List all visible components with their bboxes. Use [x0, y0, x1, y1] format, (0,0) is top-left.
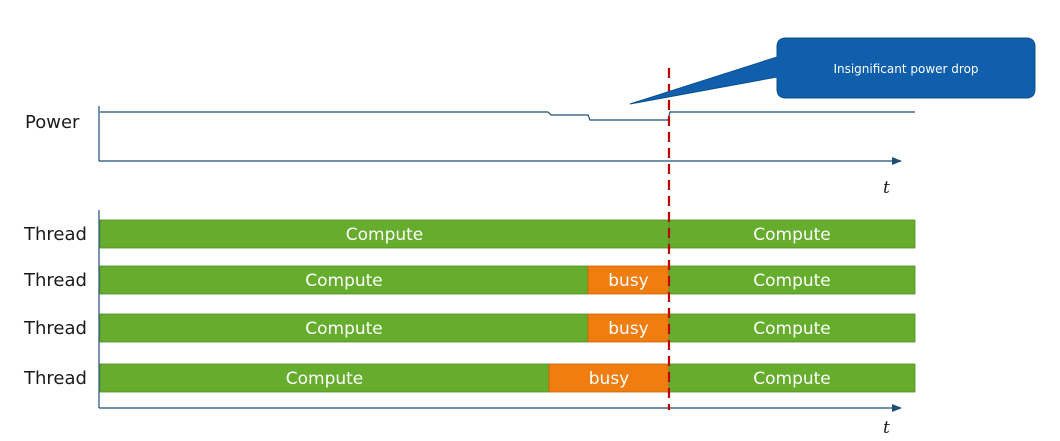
power-time-axis-label: t — [883, 178, 890, 198]
thread-label: Thread — [23, 368, 87, 389]
compute-segment — [668, 363, 916, 393]
compute-segment-label: Compute — [305, 319, 383, 339]
busy-segment — [587, 265, 670, 295]
compute-segment — [99, 313, 589, 343]
busy-segment-label: busy — [608, 319, 648, 339]
compute-segment — [99, 363, 550, 393]
compute-segment-label: Compute — [753, 319, 831, 339]
busy-segment-label: busy — [589, 369, 629, 389]
compute-segment-label: Compute — [753, 271, 831, 291]
busy-segment — [587, 313, 670, 343]
compute-segment-label: Compute — [753, 369, 831, 389]
compute-segment-label: Compute — [305, 271, 383, 291]
callout-text: Insignificant power drop — [833, 62, 978, 76]
compute-segment — [668, 313, 916, 343]
compute-segment — [668, 265, 916, 295]
callout-bubble — [629, 37, 1036, 105]
compute-segment — [668, 219, 916, 249]
busy-segment-label: busy — [608, 271, 648, 291]
compute-segment-label: Compute — [346, 225, 424, 245]
compute-segment — [99, 265, 589, 295]
thread-label: Thread — [23, 318, 87, 339]
thread-label: Thread — [23, 270, 87, 291]
compute-segment-label: Compute — [753, 225, 831, 245]
thread-label: Thread — [23, 224, 87, 245]
compute-segment — [99, 219, 670, 249]
thread-time-axis-label: t — [883, 418, 890, 438]
busy-segment — [548, 363, 670, 393]
power-trace — [100, 111, 915, 121]
power-label: Power — [25, 112, 80, 133]
compute-segment-label: Compute — [286, 369, 364, 389]
